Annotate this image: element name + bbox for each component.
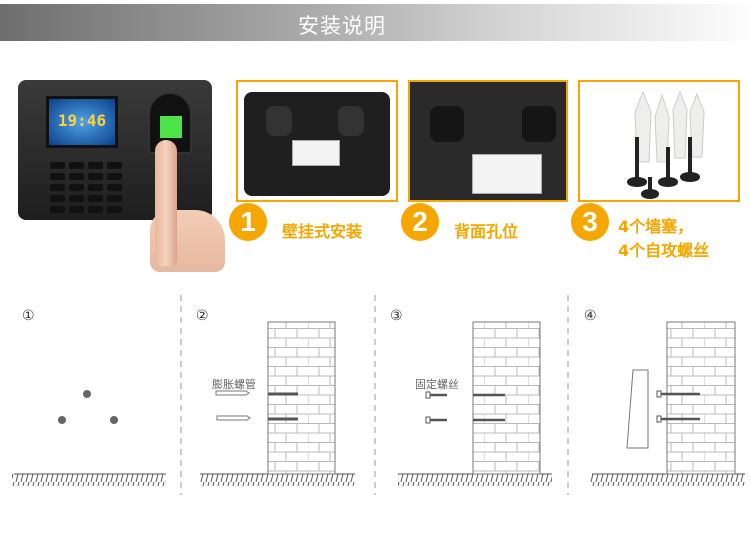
step-2-label: 背面孔位 [454, 222, 519, 241]
panel-back-holes [408, 80, 568, 202]
ground-lines [12, 473, 745, 486]
installation-diagram [12, 295, 745, 495]
diagram-step-1: ① [22, 308, 35, 324]
diagram-step-3: ③ [390, 308, 403, 324]
anchors [215, 390, 298, 421]
diagram-step-2: ② [196, 308, 209, 324]
screws [425, 390, 700, 424]
page-title: 安装说明 [298, 14, 386, 38]
diagram-step-4: ④ [584, 308, 597, 324]
step-1-label: 壁挂式安装 [282, 222, 363, 241]
device-keypad [50, 162, 122, 213]
finger-image [155, 140, 177, 266]
anchor-label: 膨胀螺管 [212, 378, 256, 391]
screw-label: 固定螺丝 [415, 378, 459, 391]
step-3-label-line1: 4个墙塞， [618, 217, 694, 236]
anchors-screws-image [627, 90, 705, 199]
step-2-badge: 2 [401, 203, 439, 241]
step-3-badge: 3 [571, 203, 609, 241]
drill-points [58, 390, 118, 424]
step-1-badge: 1 [229, 203, 267, 241]
fingerprint-device-image: 19:46 [18, 80, 212, 220]
brick-walls [267, 321, 736, 475]
device-side-view [626, 369, 649, 449]
device-screen: 19:46 [46, 96, 118, 148]
device-clock: 19:46 [49, 99, 115, 145]
header-bar: 安装说明 [0, 4, 750, 41]
panel-wall-mount [236, 80, 398, 202]
panel-anchors-screws [578, 80, 740, 202]
step-3-label-line2: 4个自攻螺丝 [618, 241, 710, 260]
